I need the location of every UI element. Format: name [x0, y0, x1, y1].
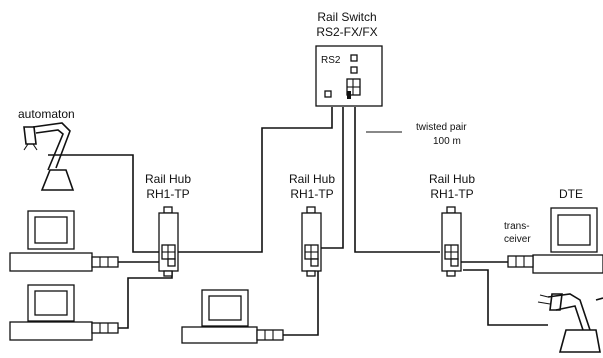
switch-port-b — [350, 66, 358, 74]
hub1-bottom-clip — [163, 270, 173, 277]
hub3-ports — [444, 244, 459, 267]
hub1-top-clip — [163, 206, 173, 214]
link-switch-hub2 — [320, 107, 344, 249]
rail-hub-2: Rail Hub RH1-TP — [289, 172, 335, 277]
hub3-bottom-clip — [446, 270, 456, 277]
automaton-2 — [537, 293, 603, 353]
dte-base — [532, 254, 603, 274]
rail-hub-3: Rail Hub RH1-TP — [429, 172, 475, 277]
transceiver-label-line1: trans- — [504, 221, 530, 232]
computer1-screen — [34, 216, 68, 244]
automaton-label: automaton — [18, 107, 75, 121]
hub2-title-line1: Rail Hub — [289, 172, 335, 186]
hub2-top-clip — [306, 206, 316, 214]
computer-3 — [181, 289, 284, 344]
twisted-pair-label: twisted pair — [416, 122, 467, 133]
distance-label: 100 m — [433, 136, 461, 147]
dte-terminal: DTE — [532, 187, 603, 274]
hub2-title-line2: RH1-TP — [290, 187, 333, 201]
computer2-base — [9, 321, 93, 341]
hub1-ports — [161, 244, 176, 267]
rail-hub-1: Rail Hub RH1-TP — [145, 172, 191, 277]
dte-label: DTE — [559, 187, 583, 201]
computer3-screen — [208, 295, 242, 321]
hub1-title-line1: Rail Hub — [145, 172, 191, 186]
hub1-title-line2: RH1-TP — [146, 187, 189, 201]
hub3-title-line2: RH1-TP — [430, 187, 473, 201]
switch-port-a — [350, 54, 358, 62]
link-computer3-hub2 — [283, 270, 319, 336]
computer-2 — [9, 284, 119, 341]
dte-screen — [557, 214, 591, 246]
hub3-top-clip — [446, 206, 456, 214]
rail-switch: Rail Switch RS2-FX/FX RS2 — [315, 10, 383, 107]
switch-body-label: RS2 — [321, 55, 341, 66]
hub2-ports — [304, 244, 319, 267]
computer2-plug — [91, 322, 119, 334]
computer3-plug — [256, 329, 284, 341]
computer1-base — [9, 252, 93, 272]
transceiver: trans- ceiver — [504, 221, 534, 268]
transceiver-label-line2: ceiver — [504, 234, 531, 245]
link-switch-hub3 — [354, 107, 440, 253]
computer3-base — [181, 326, 258, 344]
hub3-title-line1: Rail Hub — [429, 172, 475, 186]
switch-connector — [346, 78, 361, 99]
transceiver-body — [507, 255, 534, 268]
link-automaton2-hub3 — [463, 269, 548, 326]
switch-title-line1: Rail Switch — [317, 10, 376, 24]
link-switch-hub1 — [178, 107, 333, 253]
link-automaton1-hub1 — [48, 154, 160, 253]
switch-port-c — [324, 90, 332, 98]
computer-1 — [9, 210, 119, 272]
connections — [48, 107, 548, 336]
computer1-plug — [91, 256, 119, 268]
automaton-1: automaton — [18, 107, 75, 191]
switch-title-line2: RS2-FX/FX — [316, 25, 377, 39]
computer2-screen — [34, 290, 68, 316]
hub2-bottom-clip — [306, 270, 316, 277]
link-computer2-hub1 — [118, 268, 173, 329]
